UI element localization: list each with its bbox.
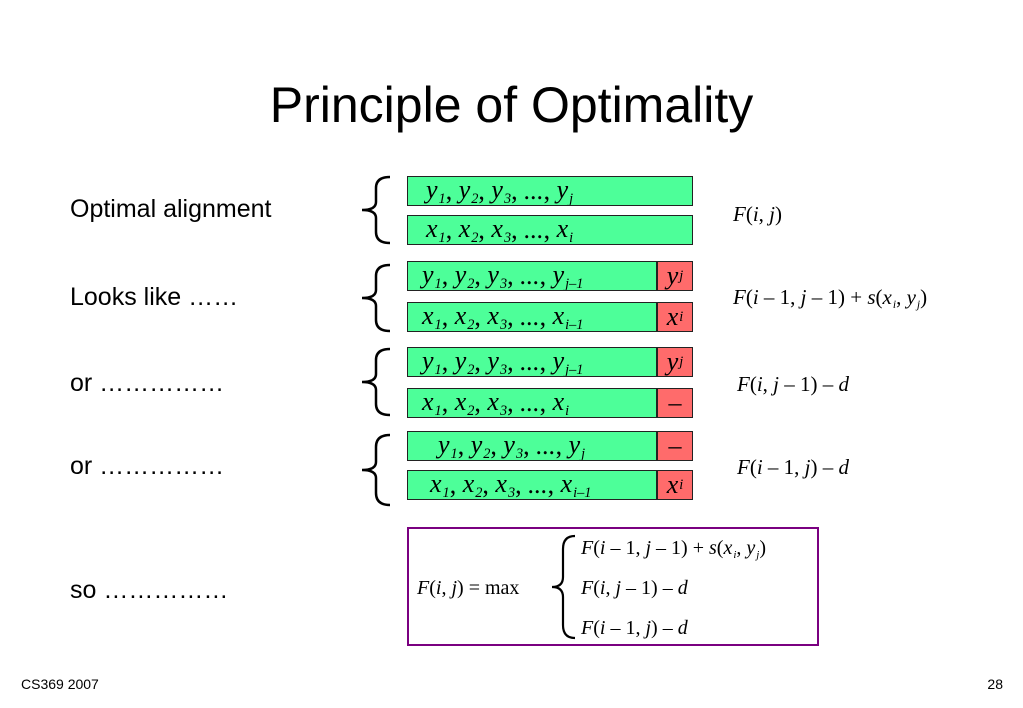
row-label-or-1: or …………… — [70, 369, 225, 397]
highlight-square: – — [657, 431, 693, 461]
sequence-term: ... — [524, 215, 544, 244]
sequence-term: x1 — [422, 388, 442, 418]
sequence-term: ... — [520, 388, 540, 417]
sequence-term: x3 — [487, 302, 508, 332]
sequence-x-box: x1, x2, x3, ..., xi–1 — [407, 302, 657, 332]
row-label-or-2: or …………… — [70, 452, 225, 480]
recurrence-case-match: F(i – 1, j – 1) + s(xi, yj) — [581, 537, 767, 561]
sequence-term: x3 — [495, 470, 516, 500]
sequence-term: ... — [524, 176, 544, 205]
sequence-term: xi — [552, 388, 570, 418]
sequence-y-box: y1, y2, y3, ..., yj–1 — [407, 261, 657, 291]
sequence-term: yj–1 — [552, 347, 584, 377]
sequence-term: ... — [536, 431, 556, 460]
row-label-optimal: Optimal alignment — [70, 195, 272, 223]
sequence-term: ... — [520, 347, 540, 376]
sequence-x-box: x1, x2, x3, ..., xi — [407, 388, 657, 418]
sequence-term: x3 — [487, 388, 508, 418]
sequence-x-box: x1, x2, x3, ..., xi–1 — [407, 470, 657, 500]
sequence-term: x2 — [454, 302, 475, 332]
sequence-term: xi–1 — [560, 470, 592, 500]
sequence-term: y2 — [470, 431, 491, 461]
sequence-term: x2 — [462, 470, 483, 500]
brace-icon — [361, 433, 391, 507]
sequence-term: y2 — [458, 176, 479, 206]
sequence-term: y3 — [491, 176, 512, 206]
brace-icon — [551, 534, 576, 640]
sequence-term: x3 — [491, 215, 512, 245]
recurrence-case-gap-y: F(i – 1, j) – d — [581, 617, 688, 639]
formula-match: F(i – 1, j – 1) + s(xi, yj) — [733, 285, 928, 312]
page-number: 28 — [987, 676, 1003, 692]
sequence-term: y2 — [454, 261, 475, 291]
sequence-term: ... — [520, 302, 540, 331]
recurrence-box: F(i, j) = max F(i – 1, j – 1) + s(xi, yj… — [407, 527, 819, 646]
sequence-term: y1 — [438, 431, 458, 461]
formula-gap-x: F(i, j – 1) – d — [737, 372, 850, 396]
sequence-term: y1 — [422, 347, 442, 377]
sequence-term: x2 — [458, 215, 479, 245]
sequence-term: y3 — [487, 347, 508, 377]
sequence-term: xi–1 — [552, 302, 584, 332]
slide-title: Principle of Optimality — [269, 77, 754, 133]
sequence-term: ... — [528, 470, 548, 499]
brace-icon — [361, 263, 391, 333]
row-label-looks-like: Looks like …… — [70, 283, 239, 311]
formula-gap-y: F(i – 1, j) – d — [737, 455, 850, 479]
highlight-square: – — [657, 388, 693, 418]
row-label-so: so …………… — [70, 576, 229, 604]
sequence-term: x1 — [430, 470, 450, 500]
sequence-y-box: y1, y2, y3, ..., yj — [407, 176, 693, 206]
sequence-y-box: y1, y2, y3, ..., yj–1 — [407, 347, 657, 377]
footer-course: CS369 2007 — [21, 676, 99, 692]
sequence-term: x1 — [426, 215, 446, 245]
sequence-term: yj — [556, 176, 574, 206]
formula-f-i-j: F(i, j) — [733, 202, 783, 226]
sequence-x-box: x1, x2, x3, ..., xi — [407, 215, 693, 245]
sequence-term: y3 — [503, 431, 524, 461]
sequence-term: y1 — [426, 176, 446, 206]
brace-icon — [361, 175, 391, 245]
sequence-term: y2 — [454, 347, 475, 377]
sequence-term: y1 — [422, 261, 442, 291]
sequence-term: x2 — [454, 388, 475, 418]
sequence-term: y3 — [487, 261, 508, 291]
recurrence-case-gap-x: F(i, j – 1) – d — [581, 577, 688, 599]
brace-icon — [361, 347, 391, 417]
sequence-y-box: y1, y2, y3, ..., yj — [407, 431, 657, 461]
sequence-term: yj–1 — [552, 261, 584, 291]
sequence-term: yj — [568, 431, 586, 461]
sequence-term: x1 — [422, 302, 442, 332]
recurrence-lhs: F(i, j) = max — [417, 577, 520, 599]
sequence-term: ... — [520, 261, 540, 290]
sequence-term: xi — [556, 215, 574, 245]
